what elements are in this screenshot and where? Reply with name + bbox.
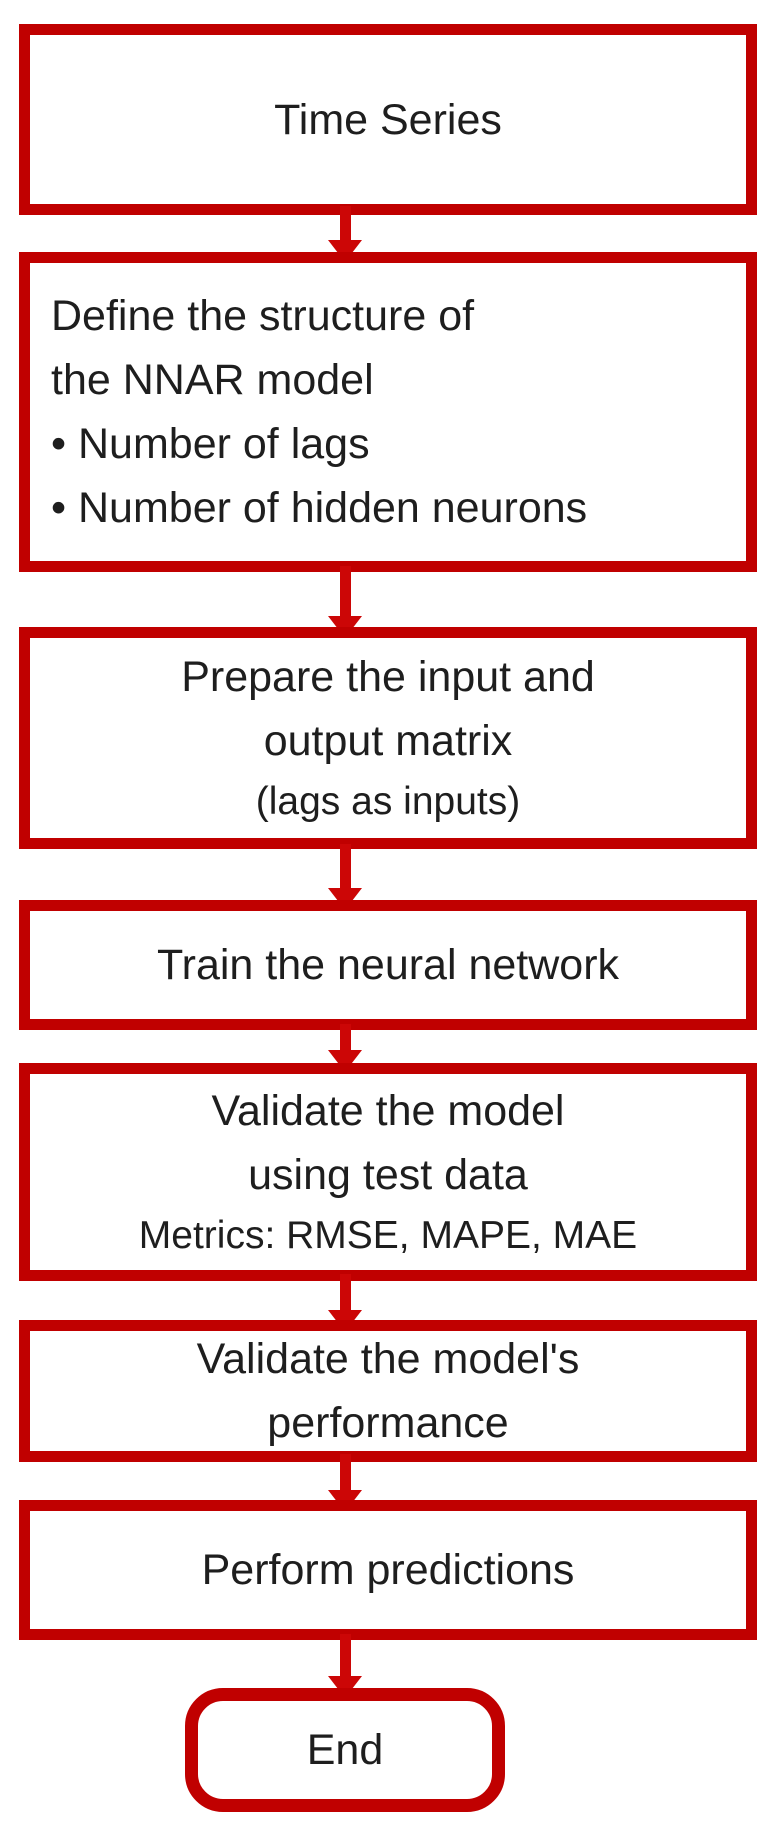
node-time-series: Time Series	[19, 24, 757, 215]
node-label-line: performance	[267, 1399, 509, 1447]
arrow-shaft	[339, 1634, 351, 1676]
bullet-item: • Number of hidden neurons	[51, 484, 588, 532]
node-define-structure: Define the structure of the NNAR model •…	[19, 252, 757, 572]
node-validate-performance: Validate the model's performance	[19, 1320, 757, 1462]
node-label-line: Define the structure of	[51, 292, 475, 340]
node-label-line: Validate the model's	[196, 1335, 580, 1383]
arrow-shaft	[339, 1454, 351, 1490]
node-validate-test: Validate the model using test data Metri…	[19, 1063, 757, 1281]
node-end-terminator: End	[185, 1688, 505, 1812]
node-label: End	[306, 1726, 384, 1774]
node-note: (lags as inputs)	[255, 780, 521, 823]
node-perform-predictions: Perform predictions	[19, 1500, 757, 1640]
node-label-line: the NNAR model	[51, 356, 374, 404]
arrow-shaft	[339, 844, 351, 888]
bullet-item: • Number of lags	[51, 420, 370, 468]
arrow-shaft	[339, 206, 351, 240]
arrow-shaft	[339, 1274, 351, 1310]
node-label-line: Validate the model	[211, 1087, 565, 1135]
node-label: Time Series	[274, 95, 502, 144]
node-prepare-matrix: Prepare the input and output matrix (lag…	[19, 627, 757, 849]
node-label-line: using test data	[248, 1151, 528, 1199]
node-train-network: Train the neural network	[19, 900, 757, 1030]
node-label: Train the neural network	[156, 941, 620, 989]
arrow-shaft	[339, 1024, 351, 1050]
node-label-line: output matrix	[263, 717, 513, 765]
node-label: Perform predictions	[201, 1546, 575, 1594]
node-label-line: Prepare the input and	[181, 653, 595, 701]
node-note: Metrics: RMSE, MAPE, MAE	[138, 1214, 638, 1257]
arrow-shaft	[339, 566, 351, 616]
